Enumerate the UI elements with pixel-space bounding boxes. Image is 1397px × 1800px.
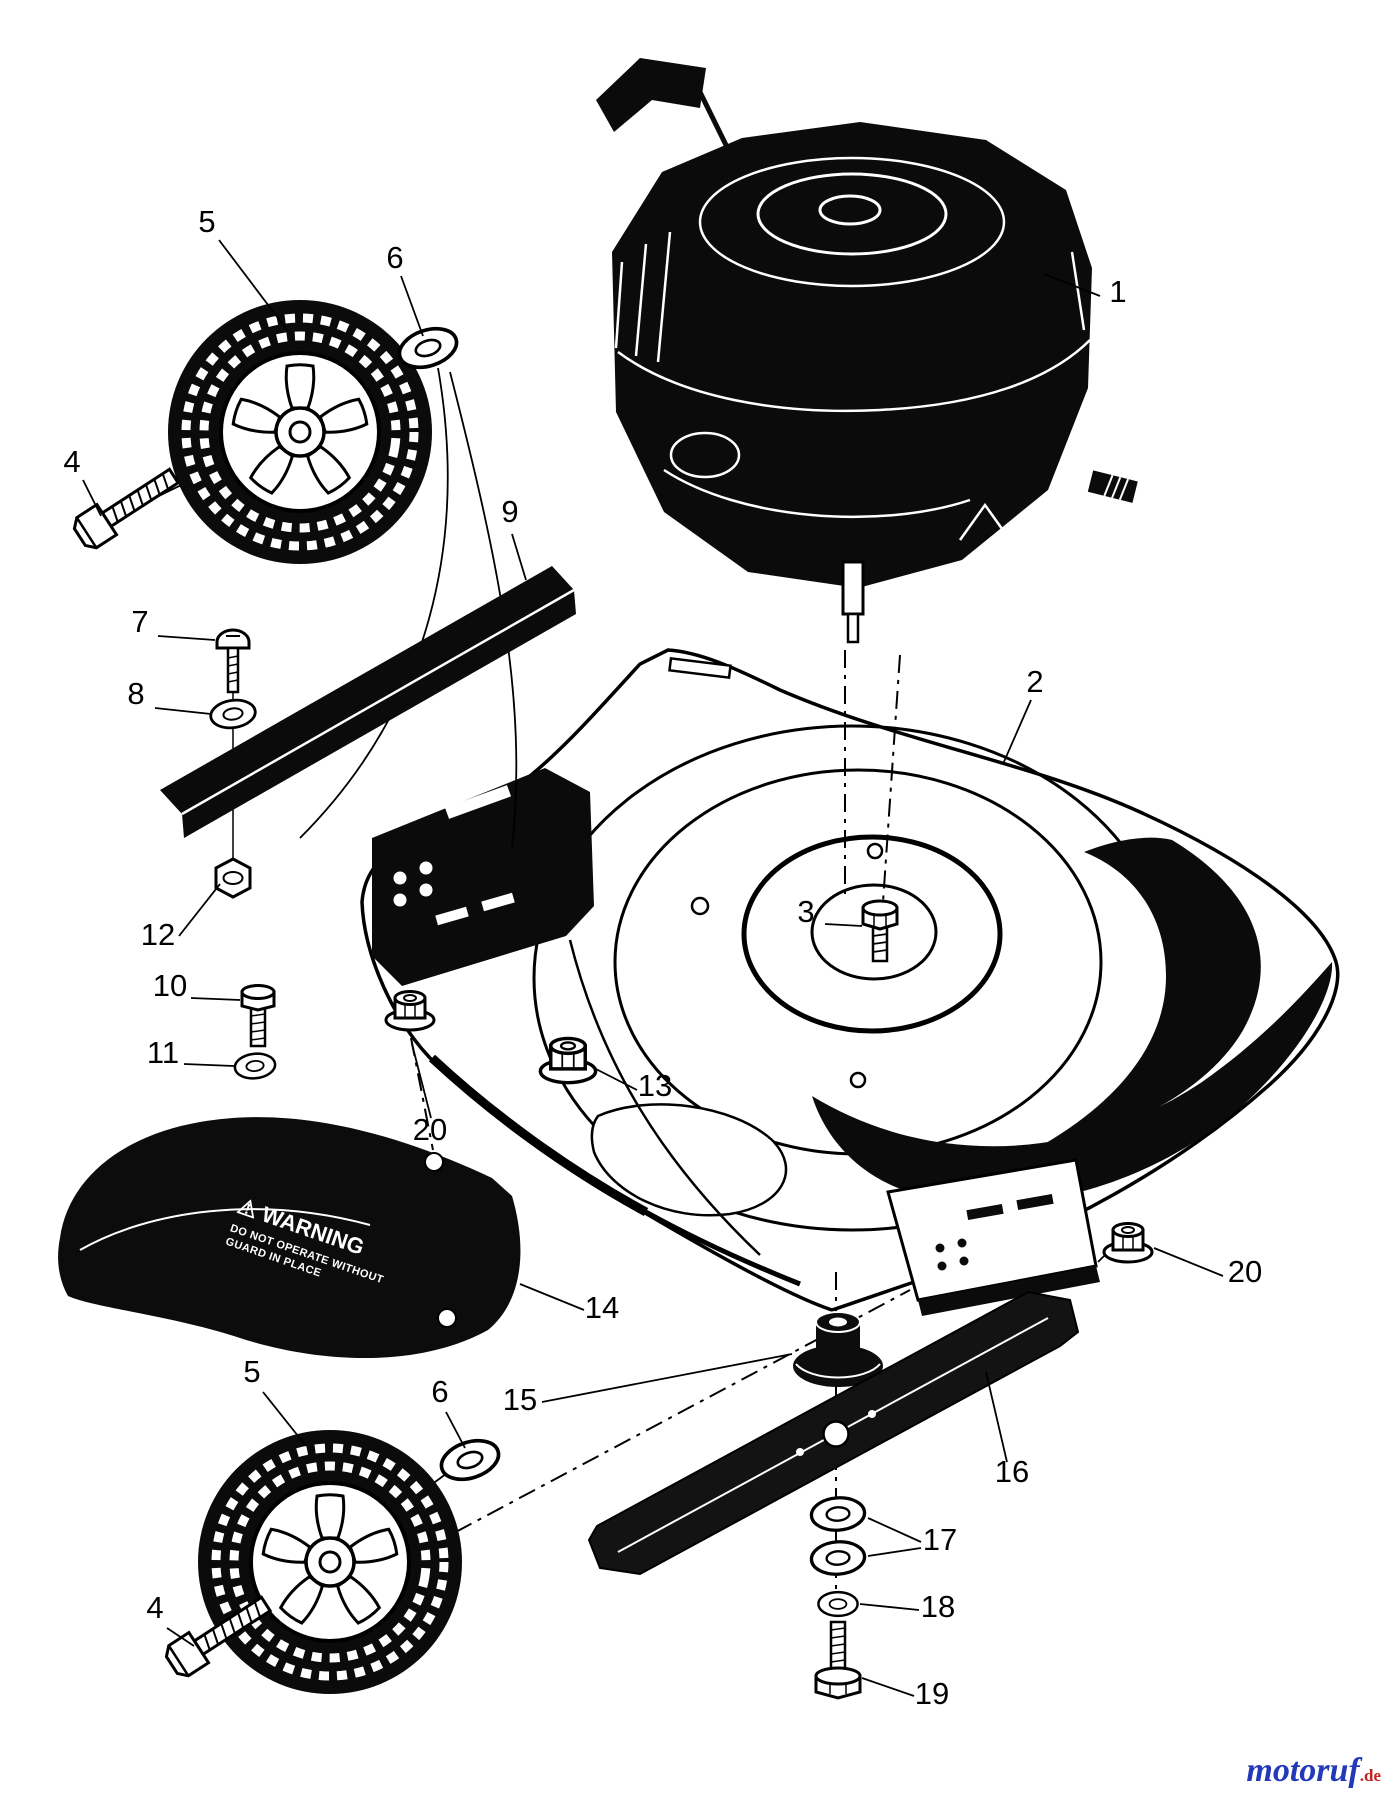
callout-5-rear-wheel: 5 <box>243 1354 260 1389</box>
deck-hole <box>690 896 710 916</box>
watermark-brand[interactable]: motoruf <box>1246 1752 1360 1789</box>
lock-washer <box>817 1590 859 1618</box>
callout-4-rear-bolt: 4 <box>146 1590 163 1625</box>
deck-hole <box>866 842 884 860</box>
leader-line <box>445 1411 466 1449</box>
callout-14-deflector: 14 <box>585 1290 619 1325</box>
leader-lines <box>82 239 1224 1697</box>
deck-left-bracket <box>372 768 594 986</box>
front-wheel-group <box>68 300 464 564</box>
blade-assembly <box>587 1222 1154 1700</box>
leader-line <box>867 1547 922 1557</box>
callouts: 5 6 1 4 9 7 8 2 3 12 10 11 20 13 14 20 5… <box>63 204 1262 1711</box>
mower-deck <box>360 648 1340 1316</box>
wheel-washer-rear <box>434 1432 506 1488</box>
callout-7-screw: 7 <box>131 604 148 639</box>
deck-slot <box>668 656 732 680</box>
leader-line <box>867 1517 922 1543</box>
flange-nut-right <box>1102 1222 1154 1264</box>
leader-line <box>593 1067 638 1091</box>
blade-washer-upper <box>808 1494 868 1534</box>
crankshaft <box>841 560 865 616</box>
deck-hub-ring <box>741 834 1003 1034</box>
callout-12-nut: 12 <box>141 917 175 952</box>
callout-8-washer: 8 <box>127 676 144 711</box>
blade-adapter <box>793 1311 883 1387</box>
leader-line <box>1153 1247 1224 1277</box>
deck-right-rail <box>812 962 1333 1204</box>
callout-20-right: 20 <box>1228 1254 1262 1289</box>
deck-emboss <box>590 1103 788 1217</box>
callout-6-front-washer: 6 <box>386 240 403 275</box>
blade-center-hole <box>822 1420 850 1448</box>
trail-shield <box>160 566 576 838</box>
callout-1-engine: 1 <box>1109 274 1126 309</box>
engine-bolt <box>861 899 899 963</box>
callout-2-deck: 2 <box>1026 664 1043 699</box>
motoruf-watermark[interactable]: motoruf.de <box>1246 1752 1381 1790</box>
bolt-10 <box>240 984 276 1048</box>
callout-16-blade: 16 <box>995 1454 1029 1489</box>
leader-line <box>1043 273 1101 297</box>
leader-line <box>400 275 424 337</box>
washer-8 <box>207 696 259 732</box>
callout-20-left: 20 <box>413 1112 447 1147</box>
wheel-front <box>168 300 432 564</box>
callout-3-engine-bolt: 3 <box>797 894 814 929</box>
callout-11-washer: 11 <box>147 1035 179 1070</box>
leader-line <box>166 1627 195 1647</box>
callout-18-lock-washer: 18 <box>921 1589 955 1624</box>
leader-line <box>824 923 863 927</box>
leader-line <box>511 533 527 581</box>
leader-line <box>190 997 241 1001</box>
callout-4-front-bolt: 4 <box>63 444 80 479</box>
rear-wheel-group <box>160 1430 506 1694</box>
leader-line <box>157 635 216 641</box>
callout-9-trail-shield: 9 <box>501 494 518 529</box>
nut-12 <box>214 857 252 899</box>
leader-line <box>541 1353 793 1403</box>
deflector-hole <box>424 1152 444 1172</box>
deck-rear-bracket <box>886 1158 1113 1316</box>
wheel-bolt-front <box>68 459 186 554</box>
starter-handle <box>596 58 706 132</box>
deck-right-hook <box>1034 837 1261 1150</box>
leader-line <box>861 1677 915 1697</box>
leader-line <box>178 883 221 937</box>
leader-line <box>519 1283 585 1311</box>
callout-15-adapter: 15 <box>503 1382 537 1417</box>
deck-hole <box>849 1071 867 1089</box>
callout-6-rear-washer: 6 <box>431 1374 448 1409</box>
wheel-rear <box>198 1430 462 1694</box>
deflector-guard: ⚠ WARNING DO NOT OPERATE WITHOUT GUARD I… <box>58 1117 521 1359</box>
blade-bolt <box>814 1620 862 1700</box>
leader-line <box>218 239 288 331</box>
callout-17-washers: 17 <box>923 1522 957 1557</box>
leader-line <box>411 1043 432 1119</box>
callout-13-flange-nut: 13 <box>638 1068 672 1103</box>
deck-skirt <box>428 1054 649 1216</box>
leader-line <box>183 1063 235 1067</box>
watermark-tld[interactable]: .de <box>1359 1766 1381 1785</box>
leader-line <box>262 1391 307 1447</box>
leader-line <box>82 479 102 517</box>
callout-19-blade-bolt: 19 <box>915 1676 949 1711</box>
carb-fitting <box>1087 470 1138 503</box>
leader-line <box>1002 699 1032 765</box>
blade <box>587 1290 1080 1576</box>
callout-10-bolt: 10 <box>153 968 187 1003</box>
deflector-hole <box>437 1308 457 1328</box>
engine <box>596 58 1138 644</box>
callout-5-front-wheel: 5 <box>198 204 215 239</box>
blade-washer-lower <box>808 1538 868 1578</box>
washer-11 <box>232 1050 278 1082</box>
leader-line <box>859 1603 920 1611</box>
leader-line <box>154 707 212 715</box>
leader-line <box>985 1371 1008 1463</box>
